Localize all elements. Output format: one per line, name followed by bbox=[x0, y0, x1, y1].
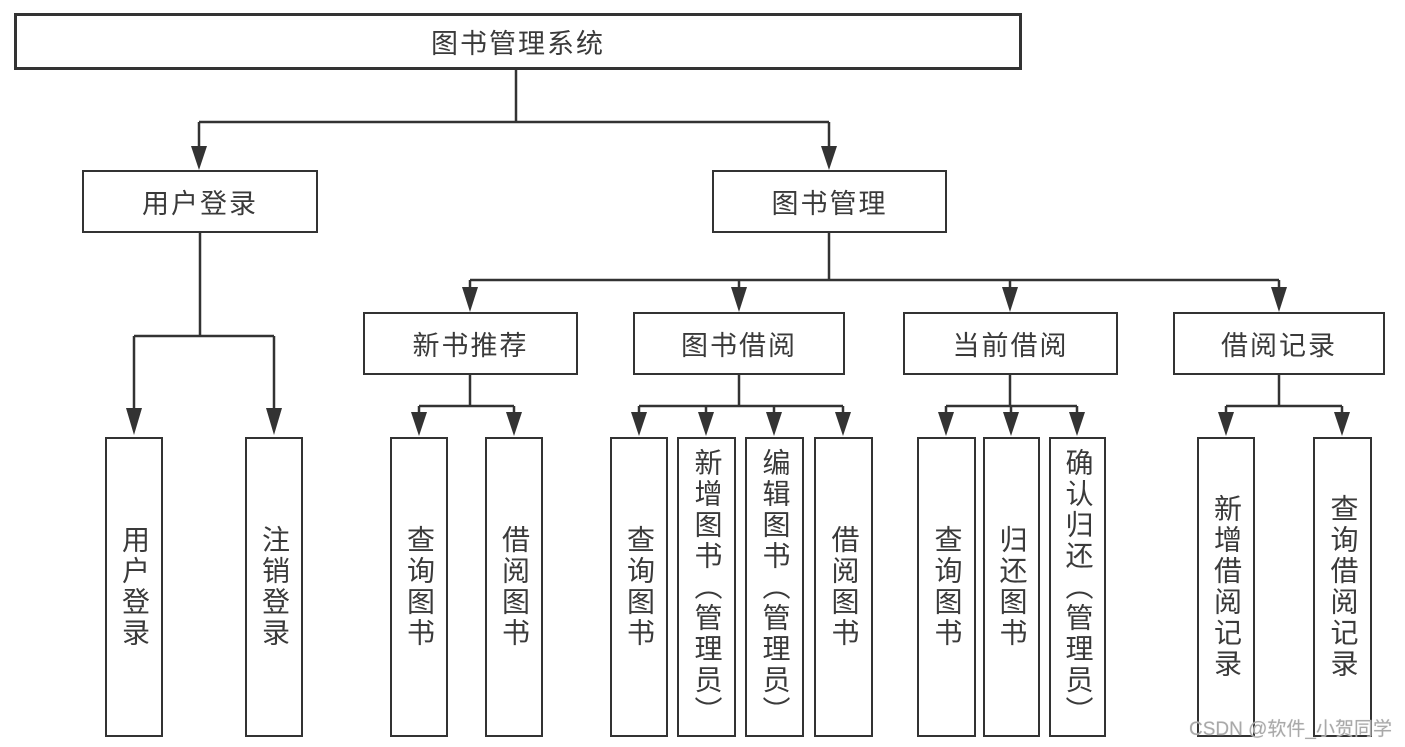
leaf-logout-label: 注销登录 bbox=[259, 525, 290, 649]
node-book-borrowing-label: 图书借阅 bbox=[681, 331, 797, 361]
leaf-borrow-borrow-books: 借阅图书 bbox=[814, 437, 873, 737]
leaf-record-add: 新增借阅记录 bbox=[1197, 437, 1255, 737]
node-borrowing-records: 借阅记录 bbox=[1173, 312, 1385, 375]
leaf-newbook-query-books: 查询图书 bbox=[390, 437, 448, 737]
leaf-borrow-add-books-admin: 新增图书（管理员） bbox=[677, 437, 736, 737]
leaf-current-return-books-label: 归还图书 bbox=[996, 525, 1028, 649]
node-new-book-recommend-label: 新书推荐 bbox=[412, 331, 529, 361]
leaf-user-login: 用户登录 bbox=[105, 437, 163, 737]
node-user-login-label: 用户登录 bbox=[142, 189, 258, 219]
leaf-current-confirm-return-admin: 确认归还（管理员） bbox=[1049, 437, 1106, 737]
node-current-borrowing-label: 当前借阅 bbox=[952, 331, 1069, 361]
node-root: 图书管理系统 bbox=[14, 13, 1022, 70]
leaf-user-login-label: 用户登录 bbox=[119, 525, 150, 649]
leaf-newbook-borrow-books-label: 借阅图书 bbox=[499, 525, 530, 649]
node-user-login: 用户登录 bbox=[82, 170, 318, 233]
leaf-newbook-borrow-books: 借阅图书 bbox=[485, 437, 543, 737]
node-book-borrowing: 图书借阅 bbox=[633, 312, 845, 375]
leaf-record-query-label: 查询借阅记录 bbox=[1327, 494, 1359, 680]
node-book-management-label: 图书管理 bbox=[771, 189, 888, 219]
leaf-record-add-label: 新增借阅记录 bbox=[1211, 494, 1242, 680]
arrowheads bbox=[126, 146, 1350, 436]
node-book-management: 图书管理 bbox=[712, 170, 947, 233]
leaf-current-query-books: 查询图书 bbox=[917, 437, 976, 737]
leaf-logout: 注销登录 bbox=[245, 437, 303, 737]
leaf-current-confirm-return-admin-label: 确认归还（管理员） bbox=[1062, 447, 1094, 727]
node-new-book-recommend: 新书推荐 bbox=[363, 312, 578, 375]
leaf-borrow-query-books: 查询图书 bbox=[610, 437, 668, 737]
leaf-record-query: 查询借阅记录 bbox=[1313, 437, 1372, 737]
node-borrowing-records-label: 借阅记录 bbox=[1221, 331, 1337, 361]
leaf-borrow-query-books-label: 查询图书 bbox=[624, 525, 655, 649]
leaf-current-return-books: 归还图书 bbox=[983, 437, 1040, 737]
leaf-borrow-edit-books-admin: 编辑图书（管理员） bbox=[745, 437, 804, 737]
leaf-borrow-borrow-books-label: 借阅图书 bbox=[828, 525, 860, 649]
node-root-label: 图书管理系统 bbox=[431, 29, 605, 59]
leaf-newbook-query-books-label: 查询图书 bbox=[404, 525, 435, 649]
csdn-watermark: CSDN @软件_小贺同学 bbox=[1189, 719, 1392, 740]
leaf-current-query-books-label: 查询图书 bbox=[931, 525, 963, 649]
node-current-borrowing: 当前借阅 bbox=[903, 312, 1118, 375]
leaf-borrow-add-books-admin-label: 新增图书（管理员） bbox=[691, 447, 723, 727]
leaf-borrow-edit-books-admin-label: 编辑图书（管理员） bbox=[759, 447, 791, 727]
